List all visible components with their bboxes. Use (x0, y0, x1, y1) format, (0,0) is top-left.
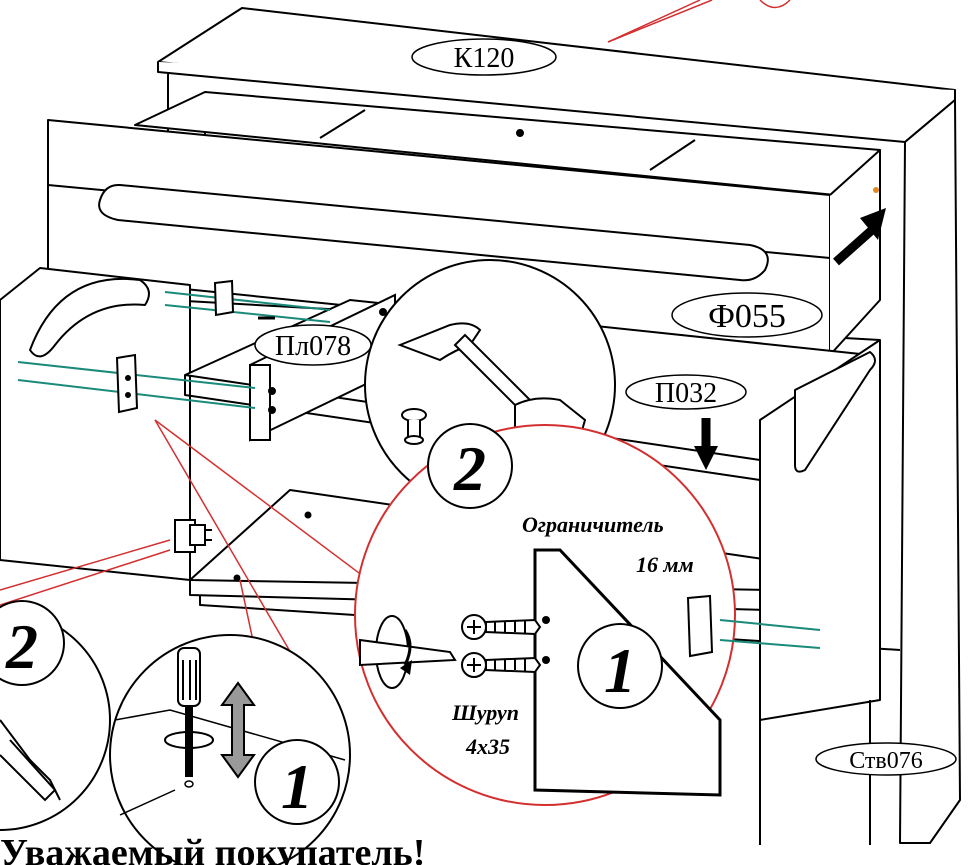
step-circle-hammer: 2 (427, 423, 513, 509)
knob-icon (401, 408, 427, 445)
down-arrow-icon (694, 418, 718, 470)
svg-text:К120: К120 (454, 43, 515, 74)
svg-text:1: 1 (281, 751, 313, 822)
top-callout-bubble (607, 0, 791, 43)
rail-blocks (115, 279, 275, 414)
label-guide: П032 (625, 374, 747, 410)
label-shelf: Пл078 (254, 324, 372, 366)
svg-text:2: 2 (5, 611, 38, 682)
drawer-handle-slot (98, 183, 769, 282)
label-top: К120 (411, 38, 557, 76)
stopper-label-line1: Ограничитель (522, 512, 664, 537)
svg-text:П032: П032 (655, 378, 717, 409)
hinge-detail (174, 519, 212, 553)
push-arrow (833, 208, 886, 266)
stopper-label-line2: 16 мм (636, 552, 694, 577)
screwdriver-vertical-icon (164, 647, 214, 777)
step-circle-stopper: 1 (577, 623, 663, 709)
svg-text:Пл078: Пл078 (275, 331, 351, 362)
screwdriver-icon (359, 615, 457, 689)
stopper-detail-circle (354, 424, 821, 806)
label-drawer-front: Ф055 (671, 292, 823, 338)
cabinet-right-side (899, 99, 961, 844)
up-down-arrow-icon (220, 681, 256, 779)
label-door: Ств076 (815, 742, 957, 776)
screw-label-line1: Шуруп (451, 700, 519, 725)
svg-text:Ств076: Ств076 (849, 748, 923, 774)
cabinet-body (157, 7, 961, 844)
screw-label-line2: 4x35 (465, 734, 510, 759)
svg-text:2: 2 (453, 433, 486, 504)
svg-text:1: 1 (604, 635, 636, 706)
svg-text:Ф055: Ф055 (708, 298, 786, 335)
step-circle-screwdriver: 1 (254, 739, 340, 825)
footer-heading: Уважаемый покупатель! (0, 832, 425, 865)
guide-rails (17, 291, 331, 409)
step-circle-left: 2 (0, 600, 65, 686)
screw-icon (461, 614, 542, 678)
